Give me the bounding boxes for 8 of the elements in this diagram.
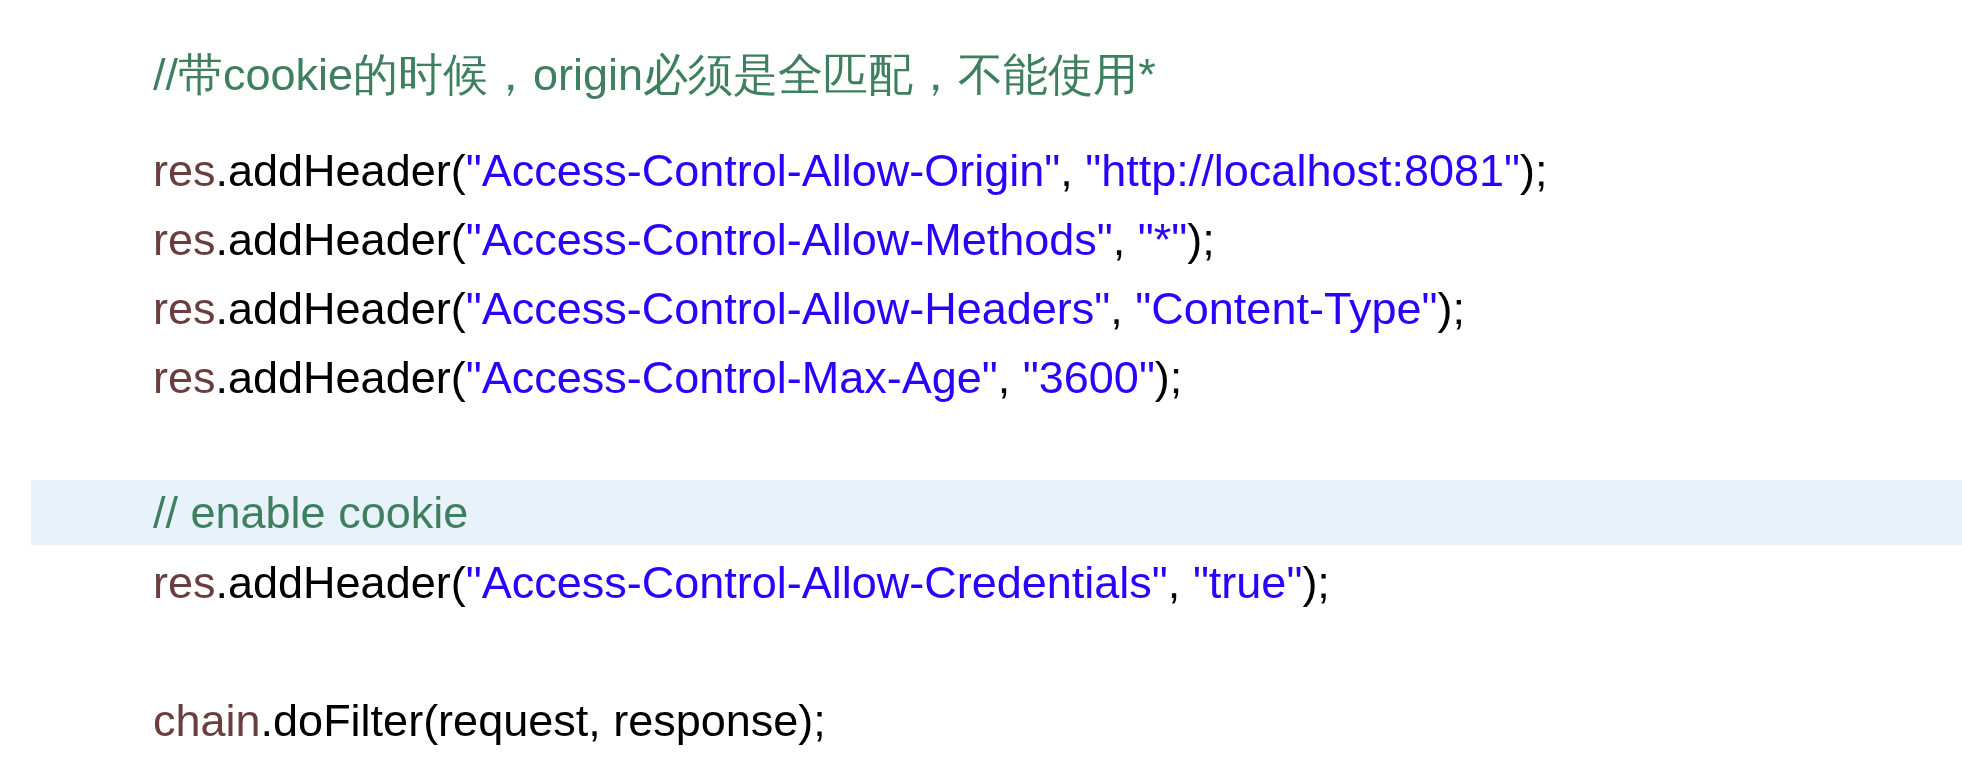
code-line: res.addHeader("Access-Control-Max-Age", "3600"); bbox=[153, 351, 1183, 405]
code-line: res.addHeader("Access-Control-Allow-Headers", "Content-Type"); bbox=[153, 282, 1465, 336]
code-line: res.addHeader("Access-Control-Allow-Methods", "*"); bbox=[153, 213, 1215, 267]
code-comment: // enable cookie bbox=[153, 486, 469, 540]
code-line: res.addHeader("Access-Control-Allow-Origin", "http://localhost:8081"); bbox=[153, 144, 1548, 198]
code-line: chain.doFilter(request, response); bbox=[153, 694, 826, 748]
code-comment: //带cookie的时候，origin必须是全匹配，不能使用* bbox=[153, 48, 1156, 102]
code-line: res.addHeader("Access-Control-Allow-Credentials", "true"); bbox=[153, 556, 1330, 610]
